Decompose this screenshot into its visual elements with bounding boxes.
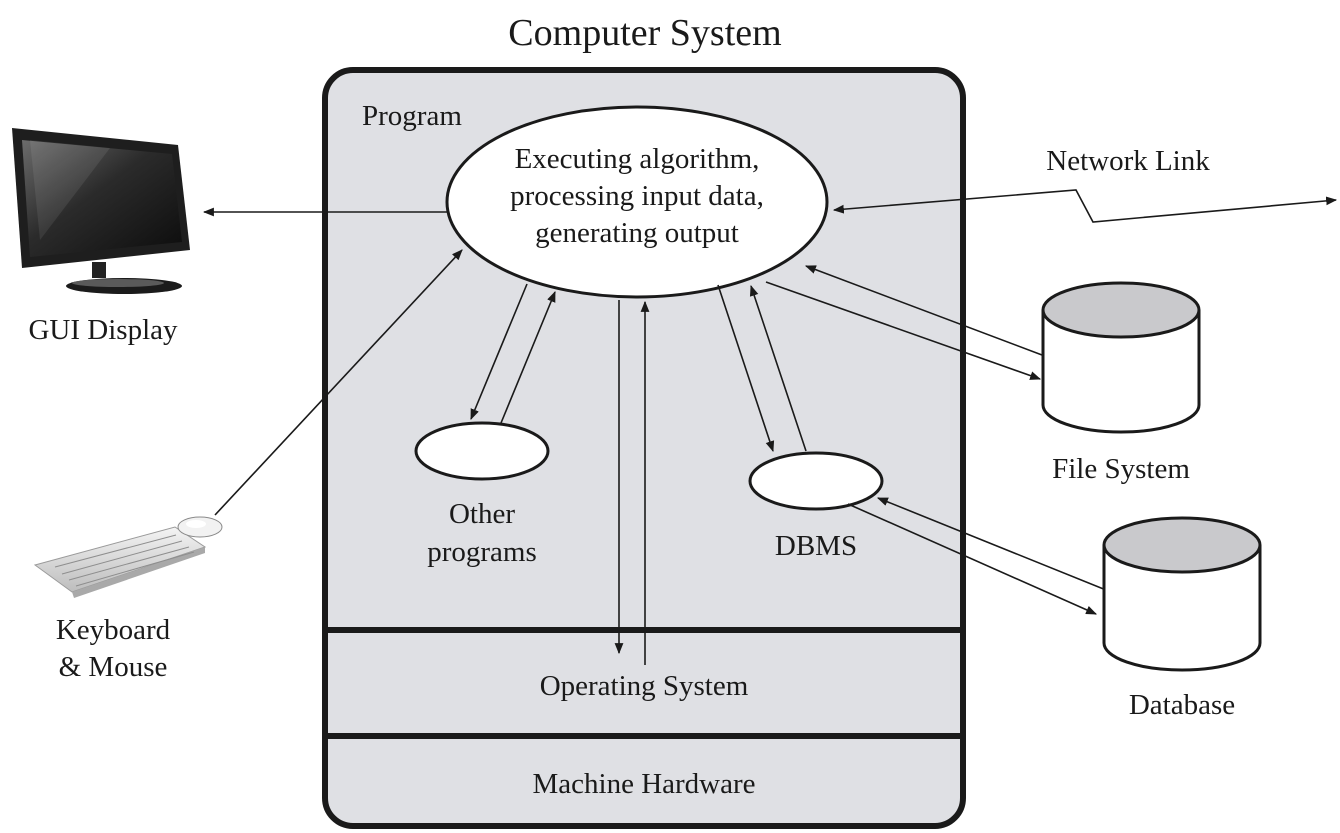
program-core-ellipse: [445, 105, 829, 299]
gui-display-label: GUI Display: [28, 314, 178, 346]
dbms-ellipse: [748, 451, 884, 511]
operating-system-label: Operating System: [540, 670, 749, 702]
program-core-line-3: generating output: [535, 217, 739, 249]
arrow-other-to-program: [500, 290, 556, 424]
file-system-label: File System: [1052, 453, 1190, 485]
arrow-program-to-filesystem: [765, 281, 1042, 380]
diagram-title: Computer System: [508, 12, 781, 54]
program-label: Program: [362, 100, 462, 132]
keyboard-mouse-line-1: Keyboard: [56, 614, 171, 646]
arrow-dbms-to-database: [847, 503, 1098, 615]
database-label: Database: [1129, 689, 1235, 721]
arrow-program-to-other: [470, 283, 528, 421]
dbms-label: DBMS: [775, 530, 857, 562]
keyboard-mouse-line-2: & Mouse: [59, 651, 168, 683]
file-system-cylinder-icon: [1041, 281, 1201, 434]
other-programs-ellipse: [414, 421, 550, 481]
machine-hardware-label: Machine Hardware: [532, 768, 755, 800]
database-cylinder-icon: [1102, 516, 1262, 672]
network-link-line: [832, 189, 1338, 223]
arrow-program-to-dbms: [717, 284, 775, 453]
monitor-icon: [12, 128, 190, 294]
keyboard-mouse-icon: [33, 516, 223, 598]
arrow-dbms-to-program: [749, 284, 807, 452]
program-core-line-1: Executing algorithm,: [515, 143, 760, 175]
arrow-filesystem-to-program: [804, 265, 1043, 356]
arrow-database-to-dbms: [876, 497, 1107, 591]
arrow-keyboard-to-program: [214, 249, 463, 516]
network-link-label: Network Link: [1046, 145, 1210, 177]
program-core-line-2: processing input data,: [510, 180, 764, 212]
other-programs-line-2: programs: [427, 536, 537, 568]
other-programs-line-1: Other: [449, 498, 515, 530]
